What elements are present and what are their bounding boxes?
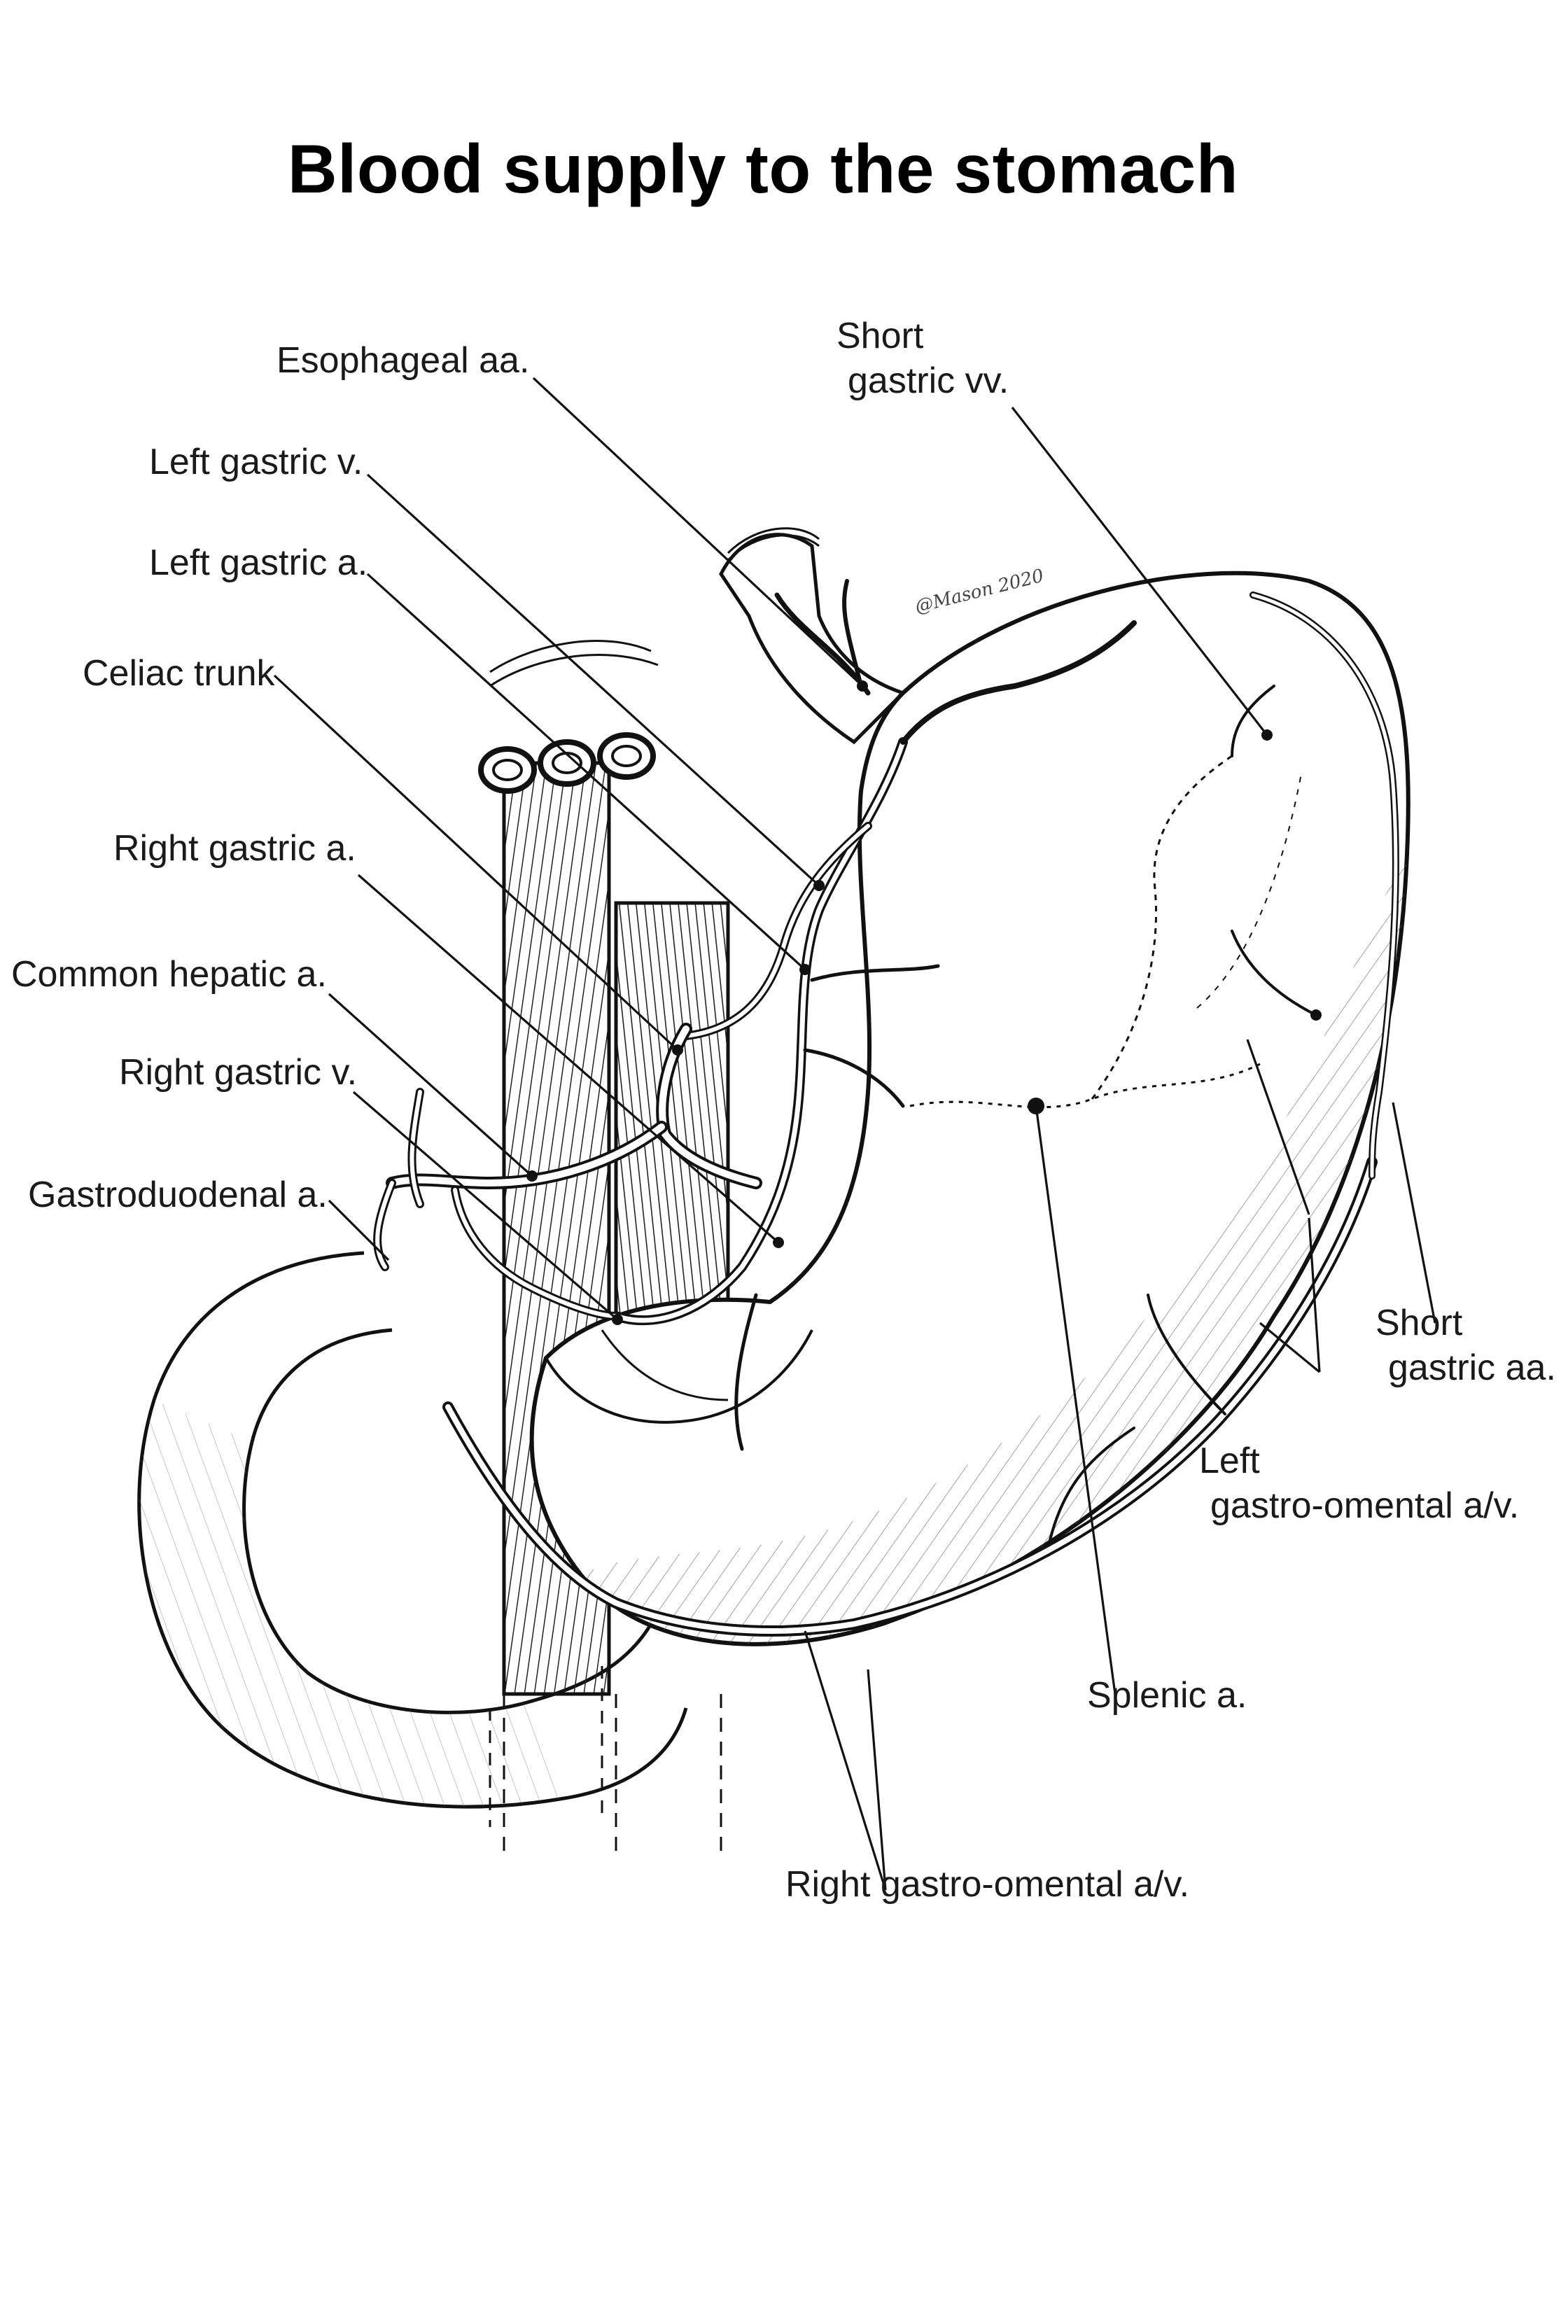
- vessels: [373, 579, 1399, 1637]
- label-splenic-a: Splenic a.: [1087, 1675, 1247, 1716]
- label-esophageal-aa: Esophageal aa.: [276, 340, 530, 381]
- label-left-gastric-a: Left gastric a.: [149, 542, 368, 583]
- label-celiac-trunk: Celiac trunk: [83, 653, 275, 694]
- label-left-gastro-omental-line2: gastro-omental a/v.: [1210, 1485, 1520, 1526]
- label-left-gastro-omental: Left gastro-omental a/v.: [1199, 1438, 1519, 1528]
- leader-lines: [273, 377, 1436, 1891]
- label-left-gastro-omental-line1: Left: [1199, 1441, 1260, 1481]
- label-short-gastric-vv-line1: Short: [836, 316, 924, 356]
- label-right-gastro-omental: Right gastro-omental a/v.: [785, 1864, 1190, 1905]
- aorta-ivc: [478, 640, 730, 1855]
- label-short-gastric-aa: Short gastric aa.: [1376, 1301, 1556, 1390]
- page-title: Blood supply to the stomach: [287, 130, 1239, 207]
- leader-dots: [526, 680, 1322, 1325]
- label-short-gastric-aa-line1: Short: [1376, 1303, 1463, 1343]
- label-short-gastric-vv-line2: gastric vv.: [848, 360, 1009, 401]
- label-common-hepatic-a: Common hepatic a.: [11, 954, 327, 995]
- label-left-gastric-v: Left gastric v.: [149, 442, 363, 482]
- label-right-gastric-a: Right gastric a.: [113, 828, 356, 869]
- label-right-gastric-v: Right gastric v.: [119, 1052, 358, 1093]
- stomach: [529, 570, 1410, 1646]
- label-gastroduodenal-a: Gastroduodenal a.: [28, 1175, 328, 1215]
- label-short-gastric-aa-line2: gastric aa.: [1388, 1348, 1556, 1388]
- label-short-gastric-vv: Short gastric vv.: [836, 314, 1009, 403]
